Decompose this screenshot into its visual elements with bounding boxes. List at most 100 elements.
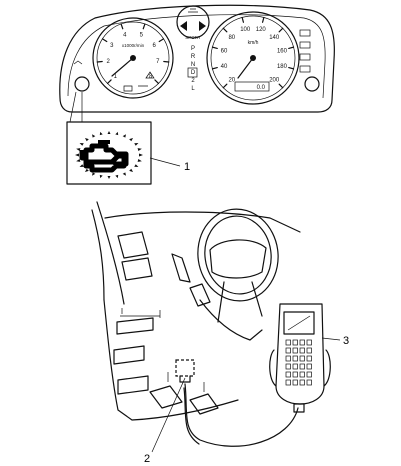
flash-ray — [92, 172, 96, 176]
zoom-frame — [66, 121, 152, 185]
dash-vents-icon — [117, 231, 153, 281]
gauge-tick — [278, 27, 284, 33]
lower-dash — [103, 299, 239, 421]
gauge-label: 5 — [140, 33, 144, 39]
odometer-value: 0.0 — [257, 85, 266, 91]
gauge-tick — [158, 38, 165, 43]
keypad-key — [292, 363, 298, 370]
lamp-icon — [299, 29, 311, 37]
column-cover — [189, 283, 211, 307]
tach-hub — [130, 55, 136, 61]
keypad-key — [292, 339, 298, 346]
dash-switch-panel — [116, 317, 154, 335]
gauge-tick — [101, 38, 108, 43]
gauge-tick — [288, 46, 295, 50]
left-knob-icon — [74, 76, 90, 92]
dlc-plug — [179, 375, 191, 383]
highbeam-icon — [188, 8, 198, 13]
keypad-key — [285, 339, 291, 346]
keypad-key — [285, 363, 291, 370]
tach-needle — [111, 57, 134, 77]
gear-letter: P — [191, 46, 195, 52]
dash-top — [104, 211, 301, 233]
pillar-outline — [91, 201, 125, 305]
knee-panel — [113, 345, 149, 395]
gauge-tick — [163, 60, 170, 63]
keypad-key — [306, 363, 312, 370]
keypad-key — [306, 379, 312, 386]
gauge-tick — [241, 16, 245, 23]
combination-switch — [171, 253, 191, 283]
right-knob-icon — [304, 76, 320, 92]
keypad-key — [285, 379, 291, 386]
warning-triangle-icon — [145, 71, 155, 79]
gauge-tick — [154, 79, 160, 85]
flash-ray — [139, 153, 143, 157]
flash-ray — [99, 174, 103, 179]
gauge-label: 40 — [221, 64, 228, 70]
flash-ray — [92, 134, 96, 138]
gauge-label: 3 — [110, 43, 114, 49]
gauge-tick — [211, 66, 218, 70]
gauge-tick — [96, 60, 103, 63]
flash-ray — [107, 176, 111, 179]
gauge-label: 180 — [277, 64, 288, 70]
scan-tool-cable-2 — [183, 387, 200, 445]
dlc-connector — [175, 359, 195, 377]
flash-ray — [115, 174, 119, 179]
turn-arrow-left-icon — [73, 60, 83, 65]
tach-unit: x1000r/min — [122, 43, 145, 48]
pedal-arms — [167, 372, 205, 392]
steering-wheel — [197, 208, 279, 323]
flash-ray — [75, 153, 79, 157]
keypad-key — [299, 371, 305, 378]
keypad-key — [306, 371, 312, 378]
odometer-display — [234, 81, 270, 92]
flash-ray — [137, 148, 142, 152]
turn-signal-left-icon — [180, 21, 187, 31]
gauge-label: 2 — [106, 59, 110, 65]
keypad-key — [299, 339, 305, 346]
gear-letter: R — [191, 54, 196, 60]
keypad-key — [299, 363, 305, 370]
zoom-leader-2 — [69, 91, 77, 123]
scan-tool-body — [275, 303, 325, 405]
tach-warning-lamps-icon — [123, 85, 148, 92]
center-badge: SPORT — [185, 35, 201, 40]
gear-letter: D — [191, 70, 196, 76]
flash-ray — [122, 172, 126, 176]
flash-ray — [122, 134, 126, 138]
keypad-key — [306, 355, 312, 362]
screen-glare — [287, 315, 311, 331]
flash-ray — [76, 148, 81, 152]
gauge-label: 80 — [228, 35, 235, 41]
right-warning-lamps — [299, 29, 311, 73]
callout-2: 2 — [144, 453, 150, 465]
flash-ray — [84, 138, 89, 142]
gauge-label: 1 — [114, 74, 118, 80]
gauge-label: 20 — [228, 77, 235, 83]
gauge-label: 140 — [269, 35, 280, 41]
scan-tool-cable — [184, 383, 299, 447]
gauge-tick — [222, 83, 228, 89]
steering-spokes — [217, 281, 263, 323]
gear-letter: N — [191, 62, 195, 68]
turn-signal-right-icon — [199, 21, 206, 31]
gauge-tick — [120, 23, 124, 30]
flash-ray — [79, 143, 84, 146]
gauge-label: 6 — [152, 43, 156, 49]
keypad-key — [299, 379, 305, 386]
gauge-label: 120 — [256, 27, 267, 33]
gauge-tick — [106, 79, 112, 85]
keypad-key — [292, 355, 298, 362]
steering-column — [199, 299, 263, 341]
flash-ray — [79, 164, 84, 167]
keypad-key — [292, 347, 298, 354]
speedo-hub — [250, 55, 256, 61]
callout-1-leader — [149, 157, 181, 167]
flash-ray — [99, 131, 103, 136]
gauge-tick — [278, 83, 284, 89]
